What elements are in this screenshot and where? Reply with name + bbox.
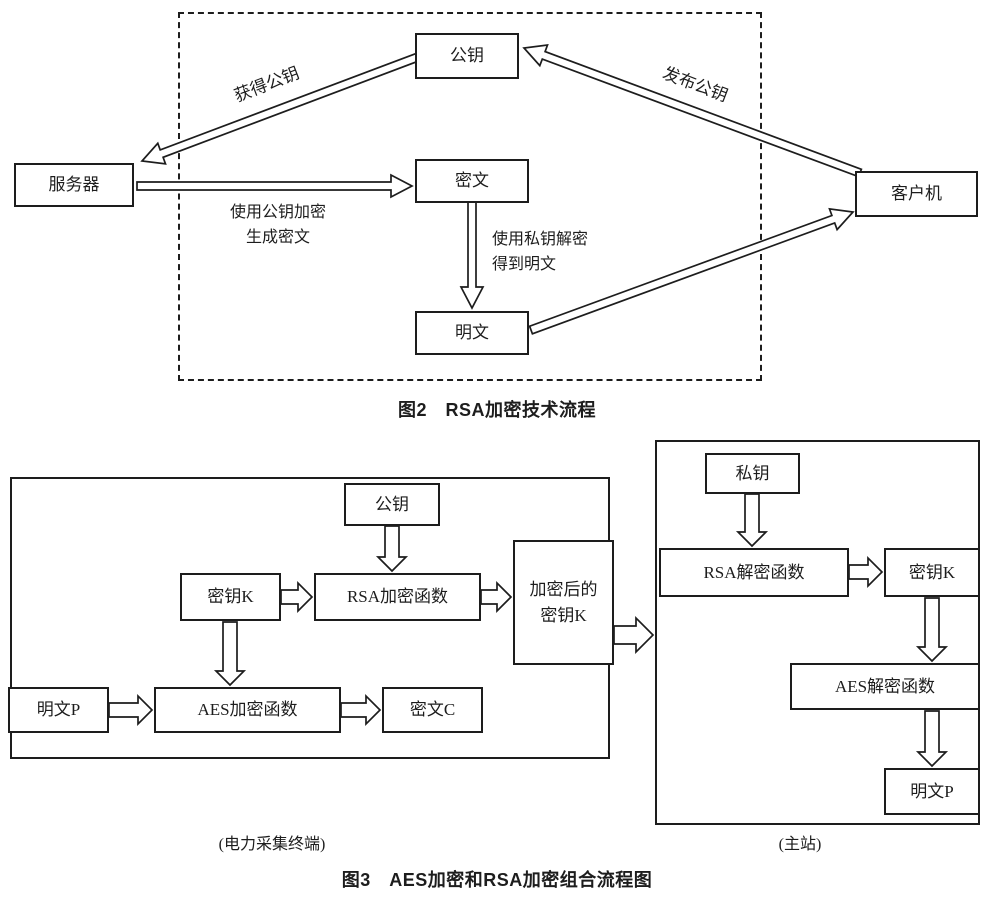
arrow-pubkey-to-rsa-encrypt [375, 525, 409, 573]
node-s-rsa-decrypt: RSA解密函数 [659, 548, 849, 597]
arrow-aes-decrypt-to-plainp [915, 710, 949, 768]
edge-label-encrypt: 使用公钥加密 生成密文 [229, 204, 326, 246]
edge-label-decrypt: 使用私钥解密 得到明文 [492, 231, 589, 273]
arrow-keyk-to-aes-decrypt [915, 597, 949, 663]
arrow-publish-public-key [522, 43, 863, 178]
node-s-private-key: 私钥 [705, 453, 800, 494]
arrow-aes-encrypt-to-cipherc [340, 693, 382, 727]
node-public-key: 公钥 [415, 33, 519, 79]
arrow-enckey-to-station [613, 615, 655, 655]
arrow-decrypt-to-plain [459, 201, 485, 310]
node-t-rsa-encrypt: RSA加密函数 [314, 573, 481, 621]
arrow-encrypt-to-cipher [136, 173, 414, 199]
node-s-key-k: 密钥K [884, 548, 980, 597]
node-plain: 明文 [415, 311, 529, 355]
arrow-rsa-encrypt-to-enckey [480, 580, 513, 614]
figure3-caption: 图3 AES加密和RSA加密组合流程图 [341, 870, 653, 890]
arrow-keyk-to-aes-encrypt [213, 621, 247, 687]
arrow-keyk-to-rsa-encrypt [280, 580, 314, 614]
arrow-rsa-decrypt-to-keyk [848, 555, 884, 589]
arrow-plainp-to-aes-encrypt [108, 693, 154, 727]
node-t-key-k: 密钥K [180, 573, 281, 621]
node-s-aes-decrypt: AES解密函数 [790, 663, 980, 710]
node-server: 服务器 [14, 163, 134, 207]
node-s-plain-p: 明文P [884, 768, 980, 815]
arrow-privkey-to-rsa-decrypt [735, 493, 769, 548]
node-t-public-key: 公钥 [344, 483, 440, 526]
node-t-plain-p: 明文P [8, 687, 109, 733]
station-container-box [655, 440, 980, 825]
node-t-cipher-c: 密文C [382, 687, 483, 733]
node-t-encrypted-key: 加密后的 密钥K [513, 540, 614, 665]
figure2-caption: 图2 RSA加密技术流程 [397, 400, 596, 420]
node-t-aes-encrypt: AES加密函数 [154, 687, 341, 733]
station-caption: (主站) [778, 836, 822, 853]
node-client: 客户机 [855, 171, 978, 217]
arrow-plain-to-client [528, 207, 855, 335]
terminal-caption: (电力采集终端) [218, 836, 326, 853]
node-cipher: 密文 [415, 159, 529, 203]
arrow-obtain-public-key [140, 52, 421, 165]
rsa-boundary-box [178, 12, 762, 381]
